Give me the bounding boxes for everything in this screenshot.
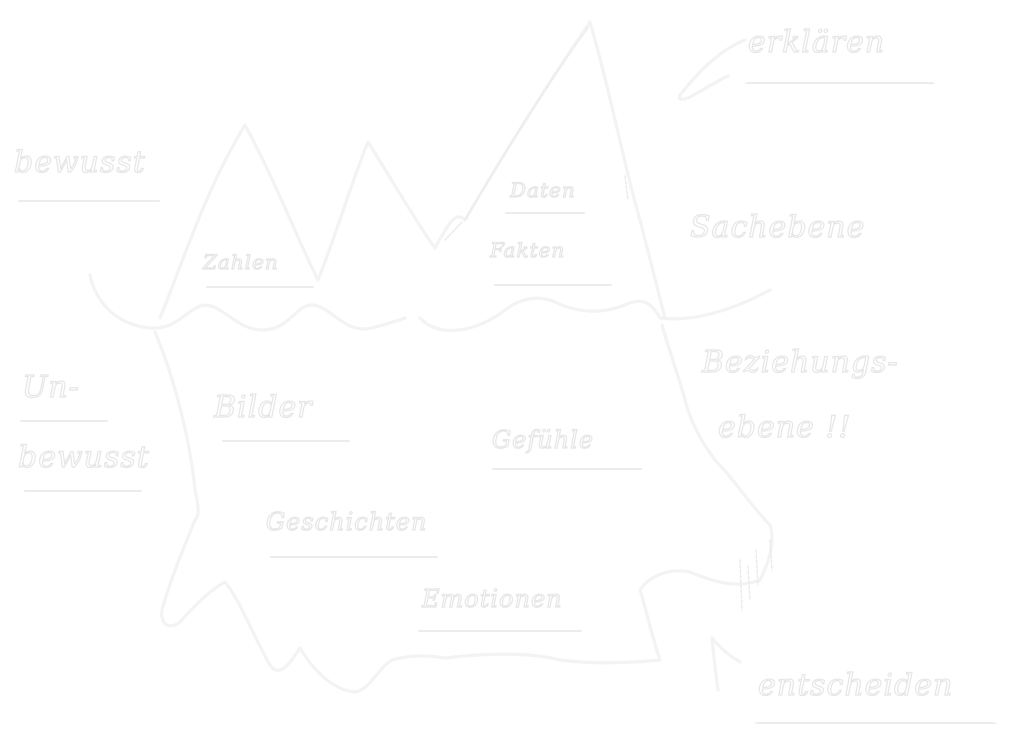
arrow-erklaeren — [677, 38, 747, 101]
label-sachebene: Sachebene — [689, 209, 866, 245]
underline-unbewusst-2 — [24, 490, 142, 492]
label-unbewusst-1: Un- — [21, 369, 80, 405]
label-entscheiden: entscheiden — [757, 667, 954, 703]
waterline-right — [418, 288, 772, 332]
label-fakten: Fakten — [489, 237, 566, 262]
underline-erklaeren — [745, 82, 935, 84]
underline-gefuehle — [492, 468, 642, 470]
label-unbewusst-2: bewusst — [17, 439, 150, 475]
arrow-entscheiden — [710, 636, 742, 692]
label-zahlen: Zahlen — [202, 249, 279, 274]
underline-entscheiden — [755, 722, 997, 724]
underline-bilder — [222, 440, 350, 442]
label-geschichten: Geschichten — [265, 507, 428, 536]
underline-emotionen — [418, 630, 582, 632]
label-daten: Daten — [509, 177, 576, 202]
label-bilder: Bilder — [213, 389, 313, 425]
label-bewusst: bewusst — [13, 144, 146, 180]
iceberg-underwater-body — [153, 323, 774, 694]
underline-fakten — [494, 284, 612, 286]
underline-unbewusst-1 — [20, 420, 108, 422]
peak-inner-edge — [444, 27, 589, 241]
label-erklaeren: erklären — [747, 24, 886, 60]
waterline-left — [88, 273, 407, 332]
label-beziehungsebene-2: ebene !! — [717, 409, 852, 445]
iceberg-peaks — [158, 20, 667, 320]
underline-geschichten — [270, 556, 438, 558]
label-gefuehle: Gefühle — [491, 425, 595, 454]
right-hatching — [624, 175, 773, 611]
underline-zahlen — [206, 286, 314, 288]
underline-daten — [505, 212, 585, 214]
label-emotionen: Emotionen — [421, 584, 563, 613]
underline-bewusst — [18, 200, 160, 202]
label-beziehungsebene-1: Beziehungs- — [701, 344, 899, 380]
